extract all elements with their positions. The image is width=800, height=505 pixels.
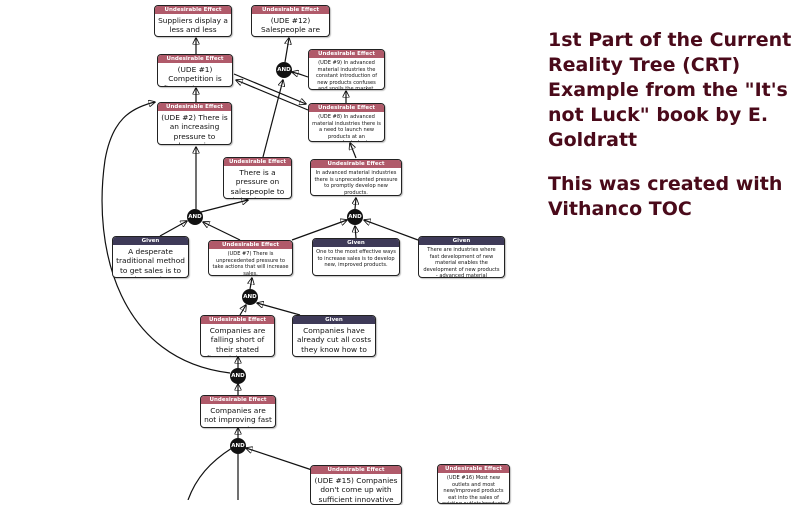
node-text: (UDE #15) Companies don't come up with s… (314, 476, 398, 504)
edge-ude15-and-vb (246, 448, 313, 471)
edge-ude8-ude1 (236, 80, 309, 111)
node-type-label: Given (113, 237, 188, 245)
edge-and-left-pressure (200, 200, 248, 213)
node-most-effective-ways[interactable]: Given One to the most effective ways to … (312, 238, 400, 276)
node-suppliers-uniform-front[interactable]: Undesirable Effect Suppliers display a l… (154, 5, 232, 37)
node-type-label: Given (313, 239, 399, 247)
caption-credit: This was created with Vithanco TOC (548, 173, 783, 220)
node-text: There is a pressure on salespeople to br… (230, 168, 285, 198)
edge-desperate-and-left (159, 221, 187, 237)
caption-title: 1st Part of the Current Reality Tree (CR… (548, 29, 792, 151)
edge-unprec-ude8 (350, 143, 357, 159)
node-text: Companies are falling short of their sta… (206, 326, 268, 356)
node-text: (UDE #9) In advanced material industries… (315, 60, 378, 90)
node-type-label: Undesirable Effect (155, 6, 231, 14)
node-type-label: Undesirable Effect (311, 466, 401, 474)
and-junction-bottom[interactable]: AND (230, 368, 246, 384)
edge-and-bottom-ude1 (101, 102, 231, 374)
edge-and-lower-ude7 (250, 278, 252, 290)
node-text: (UDE #8) In advanced material industries… (312, 114, 381, 141)
node-ude12[interactable]: Undesirable Effect (UDE #12) Salespeople… (251, 5, 330, 37)
node-ude2[interactable]: Undesirable Effect (UDE #2) There is an … (157, 102, 232, 145)
edge-and-right-unprec (355, 198, 356, 210)
and-junction-top[interactable]: AND (276, 62, 292, 78)
node-ude15[interactable]: Undesirable Effect (UDE #15) Companies d… (310, 465, 402, 505)
node-type-label: Undesirable Effect (311, 160, 401, 168)
node-ude8[interactable]: Undesirable Effect (UDE #8) In advanced … (308, 103, 385, 142)
node-falling-short-targets[interactable]: Undesirable Effect Companies are falling… (200, 315, 275, 357)
node-type-label: Undesirable Effect (201, 396, 275, 404)
node-text: (UDE #16) Most new outlets and most new/… (442, 475, 505, 503)
edge-cut-and-lower (257, 303, 301, 316)
node-ude9[interactable]: Undesirable Effect (UDE #9) In advanced … (308, 49, 385, 90)
edge-fastdev-and-right (364, 220, 419, 241)
node-desperate-method[interactable]: Given A desperate traditional method to … (112, 236, 189, 278)
node-cut-all-costs[interactable]: Given Companies have already cut all cos… (292, 315, 376, 357)
node-text: (UDE #12) Salespeople are overloaded. (260, 16, 321, 36)
node-type-label: Undesirable Effect (209, 241, 292, 249)
node-ude1[interactable]: Undesirable Effect (UDE #1) Competition … (157, 54, 233, 87)
node-text: (UDE #1) Competition is fiercer than eve… (163, 65, 226, 86)
node-ude16[interactable]: Undesirable Effect (UDE #16) Most new ou… (437, 464, 510, 504)
edge-onemost-and-right (355, 226, 356, 239)
node-type-label: Undesirable Effect (309, 104, 384, 112)
node-text: There are industries where fast developm… (423, 247, 500, 278)
node-pressure-on-salespeople[interactable]: Undesirable Effect There is a pressure o… (223, 157, 292, 199)
edge-pressure-and-top (262, 80, 283, 158)
node-text: (UDE #2) There is an increasing pressure… (161, 113, 228, 144)
node-type-label: Given (419, 237, 504, 245)
edge-ude1-ude8 (233, 73, 306, 104)
edge-ude9-and-top (292, 72, 309, 78)
edge-and-top-ude12 (285, 38, 289, 63)
and-junction-mid-right[interactable]: AND (347, 209, 363, 225)
node-type-label: Undesirable Effect (158, 55, 232, 63)
node-text: A desperate traditional method to get sa… (116, 247, 185, 277)
node-type-label: Undesirable Effect (309, 50, 384, 58)
node-type-label: Given (293, 316, 375, 324)
node-not-improving-fast[interactable]: Undesirable Effect Companies are not imp… (200, 395, 276, 428)
node-text: (UDE #7) There is unprecedented pressure… (212, 251, 289, 276)
edge-vb-down-left (187, 447, 233, 500)
and-junction-lower[interactable]: AND (242, 289, 258, 305)
node-text: One to the most effective ways to increa… (316, 249, 396, 269)
node-fast-development-industries[interactable]: Given There are industries where fast de… (418, 236, 505, 278)
node-type-label: Undesirable Effect (252, 6, 329, 14)
node-type-label: Undesirable Effect (201, 316, 274, 324)
node-type-label: Undesirable Effect (158, 103, 231, 111)
and-junction-very-bottom[interactable]: AND (230, 438, 246, 454)
node-ude7[interactable]: Undesirable Effect (UDE #7) There is unp… (208, 240, 293, 276)
node-unprecedented-pressure-develop[interactable]: Undesirable Effect In advanced material … (310, 159, 402, 196)
node-text: Companies have already cut all costs the… (296, 326, 372, 356)
node-text: In advanced material industries there is… (314, 170, 398, 196)
node-text: Suppliers display a less and less unifor… (158, 16, 228, 36)
node-type-label: Undesirable Effect (438, 465, 509, 473)
edge-falling-and-lower (239, 305, 246, 316)
edge-ude7-and-right (291, 220, 347, 241)
edge-ude7-and-left (203, 222, 241, 241)
and-junction-mid-left[interactable]: AND (187, 209, 203, 225)
node-type-label: Undesirable Effect (224, 158, 291, 166)
node-text: Companies are not improving fast enough (204, 406, 272, 427)
